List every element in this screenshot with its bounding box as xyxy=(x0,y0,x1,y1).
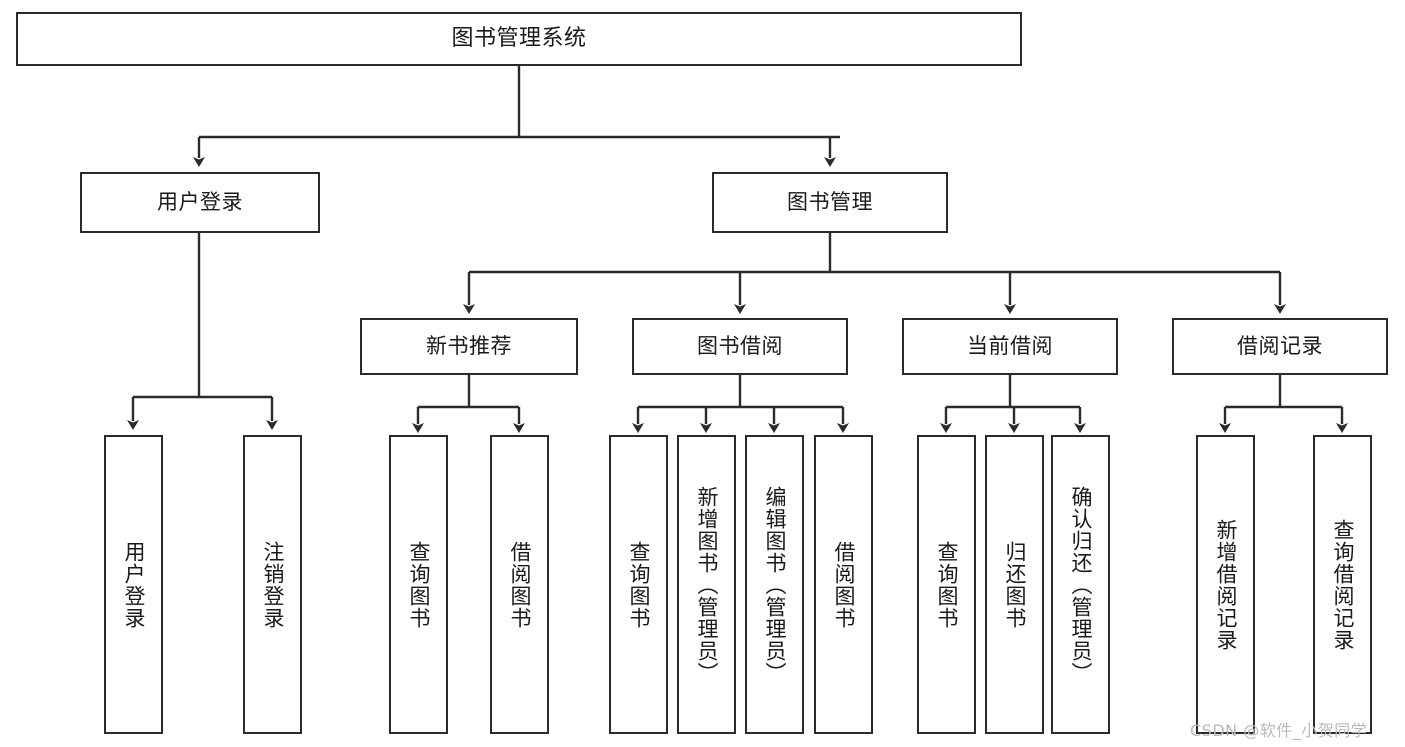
leaf-confirm-return-admin[interactable]: 确认归还（管理员） xyxy=(1051,435,1110,734)
node-borrow-records[interactable]: 借阅记录 xyxy=(1172,318,1388,375)
leaf-edit-book-admin[interactable]: 编辑图书（管理员） xyxy=(745,435,804,734)
node-book-borrow[interactable]: 图书借阅 xyxy=(632,318,848,375)
leaf-add-borrow-record-label: 新增借阅记录 xyxy=(1213,518,1238,651)
leaf-query-borrow-record[interactable]: 查询借阅记录 xyxy=(1313,435,1372,734)
leaf-query-borrow-record-label: 查询借阅记录 xyxy=(1330,518,1355,651)
node-current-borrow[interactable]: 当前借阅 xyxy=(902,318,1118,375)
leaf-borrow-books-recommend[interactable]: 借阅图书 xyxy=(490,435,549,734)
node-borrow-records-label: 借阅记录 xyxy=(1237,333,1323,358)
node-user-login-label: 用户登录 xyxy=(157,189,243,214)
node-current-borrow-label: 当前借阅 xyxy=(967,333,1053,358)
leaf-add-borrow-record[interactable]: 新增借阅记录 xyxy=(1196,435,1255,734)
leaf-query-books-current[interactable]: 查询图书 xyxy=(917,435,976,734)
node-new-book-recommend[interactable]: 新书推荐 xyxy=(360,318,578,375)
node-book-management[interactable]: 图书管理 xyxy=(712,172,948,233)
node-root-label: 图书管理系统 xyxy=(451,25,587,51)
leaf-edit-book-admin-label: 编辑图书（管理员） xyxy=(762,485,787,684)
leaf-borrow-books-recommend-label: 借阅图书 xyxy=(507,540,532,629)
leaf-borrow-books[interactable]: 借阅图书 xyxy=(814,435,873,734)
node-user-login[interactable]: 用户登录 xyxy=(80,172,320,233)
node-new-book-recommend-label: 新书推荐 xyxy=(426,333,512,358)
node-root[interactable]: 图书管理系统 xyxy=(16,12,1022,66)
leaf-query-books-current-label: 查询图书 xyxy=(934,540,959,629)
csdn-watermark: CSDN @软件_小贺同学 xyxy=(1190,721,1368,740)
leaf-borrow-books-label: 借阅图书 xyxy=(831,540,856,629)
leaf-logout[interactable]: 注销登录 xyxy=(243,435,302,734)
leaf-return-books-label: 归还图书 xyxy=(1002,540,1027,629)
leaf-add-book-admin[interactable]: 新增图书（管理员） xyxy=(677,435,736,734)
leaf-query-books-borrow-label: 查询图书 xyxy=(626,540,651,629)
leaf-confirm-return-admin-label: 确认归还（管理员） xyxy=(1068,485,1093,684)
leaf-logout-label: 注销登录 xyxy=(260,540,285,629)
leaf-user-login[interactable]: 用户登录 xyxy=(104,435,163,734)
leaf-add-book-admin-label: 新增图书（管理员） xyxy=(694,485,719,684)
node-book-management-label: 图书管理 xyxy=(787,189,873,214)
leaf-query-books-recommend[interactable]: 查询图书 xyxy=(389,435,448,734)
node-book-borrow-label: 图书借阅 xyxy=(697,333,783,358)
leaf-query-books-recommend-label: 查询图书 xyxy=(406,540,431,629)
leaf-user-login-label: 用户登录 xyxy=(121,540,146,629)
leaf-return-books[interactable]: 归还图书 xyxy=(985,435,1044,734)
leaf-query-books-borrow[interactable]: 查询图书 xyxy=(609,435,668,734)
